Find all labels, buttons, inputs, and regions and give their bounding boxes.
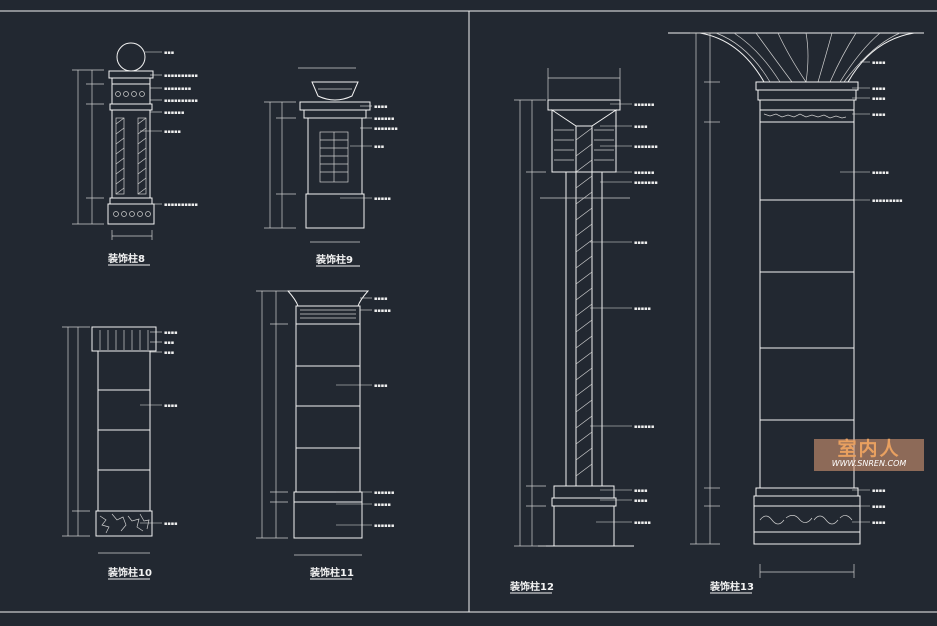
drawing-frame <box>0 10 937 613</box>
column-13-title: 装饰柱13 <box>709 580 754 593</box>
svg-text:▪▪▪▪▪: ▪▪▪▪▪ <box>634 306 651 312</box>
column-10-title: 装饰柱10 <box>107 566 152 579</box>
svg-text:▪▪▪▪▪▪▪▪▪: ▪▪▪▪▪▪▪▪▪ <box>872 198 903 204</box>
watermark-url: WWW.SNREN.COM <box>831 459 907 468</box>
svg-text:▪▪▪▪: ▪▪▪▪ <box>872 96 886 102</box>
svg-text:▪▪▪▪▪▪: ▪▪▪▪▪▪ <box>634 424 654 430</box>
svg-text:▪▪▪: ▪▪▪ <box>164 50 174 56</box>
svg-text:▪▪▪▪▪: ▪▪▪▪▪ <box>374 308 391 314</box>
svg-text:▪▪▪▪: ▪▪▪▪ <box>374 104 388 110</box>
svg-text:▪▪▪▪▪: ▪▪▪▪▪ <box>374 502 391 508</box>
column-8-title: 装饰柱8 <box>107 252 145 265</box>
svg-text:▪▪▪▪: ▪▪▪▪ <box>872 112 886 118</box>
svg-text:▪▪▪▪▪▪▪: ▪▪▪▪▪▪▪ <box>374 126 398 132</box>
column-9-title: 装饰柱9 <box>315 253 353 266</box>
svg-text:▪▪▪▪▪▪: ▪▪▪▪▪▪ <box>374 116 394 122</box>
svg-text:▪▪▪▪: ▪▪▪▪ <box>164 521 178 527</box>
svg-text:▪▪▪▪: ▪▪▪▪ <box>634 240 648 246</box>
svg-text:▪▪▪▪: ▪▪▪▪ <box>634 498 648 504</box>
svg-text:▪▪▪▪: ▪▪▪▪ <box>872 504 886 510</box>
svg-text:▪▪▪▪▪▪: ▪▪▪▪▪▪ <box>374 490 394 496</box>
svg-text:▪▪▪▪: ▪▪▪▪ <box>374 383 388 389</box>
svg-text:▪▪▪▪▪▪: ▪▪▪▪▪▪ <box>374 523 394 529</box>
column-12-section: ▪▪▪▪▪▪▪▪▪▪ ▪▪▪▪▪▪▪▪▪▪▪▪▪ ▪▪▪▪▪▪▪▪▪▪▪ ▪▪▪… <box>514 68 658 547</box>
svg-text:▪▪▪▪: ▪▪▪▪ <box>872 488 886 494</box>
svg-text:▪▪▪▪▪▪: ▪▪▪▪▪▪ <box>164 110 184 116</box>
column-8-elevation: ▪▪▪▪▪▪▪▪▪▪▪▪▪ ▪▪▪▪▪▪▪▪▪▪▪▪▪▪▪▪▪▪ ▪▪▪▪▪▪▪… <box>72 42 198 240</box>
svg-text:▪▪▪▪: ▪▪▪▪ <box>872 86 886 92</box>
svg-text:▪▪▪▪: ▪▪▪▪ <box>634 488 648 494</box>
svg-text:▪▪▪▪▪▪: ▪▪▪▪▪▪ <box>634 170 654 176</box>
svg-text:▪▪▪▪: ▪▪▪▪ <box>872 520 886 526</box>
svg-text:▪▪▪▪▪▪▪▪▪▪: ▪▪▪▪▪▪▪▪▪▪ <box>164 202 198 208</box>
svg-text:▪▪▪▪▪▪: ▪▪▪▪▪▪ <box>634 102 654 108</box>
svg-text:▪▪▪▪▪▪▪▪▪▪: ▪▪▪▪▪▪▪▪▪▪ <box>164 73 198 79</box>
svg-text:▪▪▪▪▪: ▪▪▪▪▪ <box>872 170 889 176</box>
watermark-logo: 室内人 WWW.SNREN.COM <box>814 439 924 471</box>
svg-text:▪▪▪▪: ▪▪▪▪ <box>872 60 886 66</box>
column-13-elevation: ▪▪▪▪▪▪▪▪ ▪▪▪▪▪▪▪▪ ▪▪▪▪▪▪▪▪▪▪▪▪▪▪ ▪▪▪▪▪▪▪… <box>668 32 924 578</box>
column-9-elevation: ▪▪▪▪▪▪▪▪▪▪ ▪▪▪▪▪▪▪▪▪▪ ▪▪▪▪▪ <box>264 67 398 243</box>
svg-text:▪▪▪▪: ▪▪▪▪ <box>634 124 648 130</box>
svg-text:▪▪▪▪▪: ▪▪▪▪▪ <box>374 196 391 202</box>
svg-text:▪▪▪▪: ▪▪▪▪ <box>374 296 388 302</box>
svg-text:▪▪▪▪▪▪▪▪▪▪: ▪▪▪▪▪▪▪▪▪▪ <box>164 98 198 104</box>
svg-text:▪▪▪▪▪: ▪▪▪▪▪ <box>164 129 181 135</box>
watermark-name: 室内人 <box>837 438 901 460</box>
svg-text:▪▪▪▪▪▪▪: ▪▪▪▪▪▪▪ <box>634 180 658 186</box>
svg-text:▪▪▪▪▪▪▪: ▪▪▪▪▪▪▪ <box>634 144 658 150</box>
column-10-elevation: ▪▪▪▪▪▪▪ ▪▪▪▪▪▪▪ ▪▪▪▪ <box>62 326 178 554</box>
svg-text:▪▪▪▪▪: ▪▪▪▪▪ <box>634 520 651 526</box>
svg-text:▪▪▪▪: ▪▪▪▪ <box>164 403 178 409</box>
column-11-elevation: ▪▪▪▪▪▪▪▪▪ ▪▪▪▪▪▪▪▪▪▪ ▪▪▪▪▪▪▪▪▪▪▪ <box>256 290 394 556</box>
svg-text:▪▪▪: ▪▪▪ <box>164 350 174 356</box>
column-12-title: 装饰柱12 <box>509 580 554 593</box>
svg-text:▪▪▪▪▪▪▪▪: ▪▪▪▪▪▪▪▪ <box>164 86 191 92</box>
column-11-title: 装饰柱11 <box>309 566 354 579</box>
svg-text:▪▪▪: ▪▪▪ <box>374 144 384 150</box>
svg-text:▪▪▪▪: ▪▪▪▪ <box>164 330 178 336</box>
svg-text:▪▪▪: ▪▪▪ <box>164 340 174 346</box>
